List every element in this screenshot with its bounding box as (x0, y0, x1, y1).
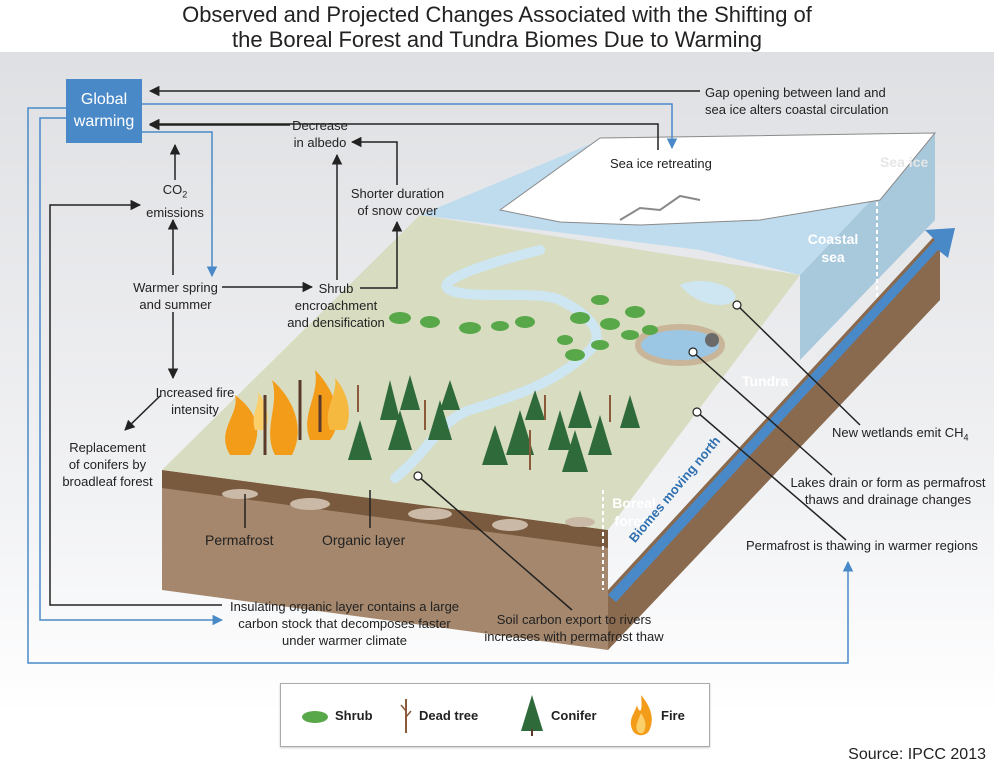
legend-item-dead-tree: Dead tree (399, 684, 478, 746)
organic-layer-label: Organic layer (322, 532, 405, 549)
warmer-spring-line-1: Warmer spring (128, 279, 223, 296)
arrow-sea-ice-up (150, 124, 658, 150)
legend-label-conifer: Conifer (551, 708, 597, 723)
coastal-line-1: Coastal (800, 230, 866, 248)
permafrost-label: Permafrost (205, 532, 273, 549)
shrub-icon (301, 707, 329, 723)
soil-carbon-line-1: Soil carbon export to rivers (480, 611, 668, 628)
legend-label-dead-tree: Dead tree (419, 708, 478, 723)
source-credit: Source: IPCC 2013 (848, 746, 986, 764)
fire-icon (627, 693, 655, 737)
arrow-snow-to-albedo (352, 142, 397, 185)
shorter-snow-line-2: of snow cover (345, 202, 450, 219)
legend: Shrub Dead tree Conifer Fire (280, 683, 710, 747)
lake-rock (705, 333, 719, 347)
replacement-line-2: of conifers by (55, 456, 160, 473)
co2-text: CO (163, 182, 183, 197)
decrease-albedo-label: Decrease in albedo (285, 117, 355, 151)
shrub-encroachment-line-2: encroachment (280, 297, 392, 314)
shrub-encroachment-line-3: and densification (280, 314, 392, 331)
fire-intensity-line-1: Increased fire (150, 384, 240, 401)
legend-item-conifer: Conifer (519, 684, 597, 746)
gap-opening-line-1: Gap opening between land and (705, 84, 889, 101)
legend-label-shrub: Shrub (335, 708, 373, 723)
shrub-encroachment-label: Shrub encroachment and densification (280, 280, 392, 331)
legend-label-fire: Fire (661, 708, 685, 723)
lakes-drain-line-1: Lakes drain or form as permafrost (790, 474, 986, 491)
replacement-conifers-label: Replacement of conifers by broadleaf for… (55, 439, 160, 490)
insulating-layer-label: Insulating organic layer contains a larg… (222, 598, 467, 649)
insulating-line-2: carbon stock that decomposes faster (222, 615, 467, 632)
emissions-text: emissions (130, 204, 220, 221)
tundra-label: Tundra (742, 372, 788, 390)
shrub-encroachment-line-1: Shrub (280, 280, 392, 297)
lakes-drain-label: Lakes drain or form as permafrost thaws … (790, 474, 986, 508)
gap-opening-label: Gap opening between land and sea ice alt… (705, 84, 889, 118)
insulating-line-3: under warmer climate (222, 632, 467, 649)
co2-line: CO2 (130, 181, 220, 204)
warmer-spring-line-2: and summer (128, 296, 223, 313)
sea-ice-retreating-label: Sea ice retreating (610, 155, 712, 172)
arrow-gw-to-sea-ice (142, 104, 672, 148)
conifer-icon (519, 693, 545, 737)
replacement-line-3: broadleaf forest (55, 473, 160, 490)
legend-item-fire: Fire (627, 684, 685, 746)
dead-tree-icon (399, 695, 413, 735)
replacement-line-1: Replacement (55, 439, 160, 456)
global-warming-box: Global warming (66, 79, 142, 143)
new-wetlands-label: New wetlands emit CH4 (832, 424, 969, 447)
shorter-snow-label: Shorter duration of snow cover (345, 185, 450, 219)
fire-intensity-line-2: intensity (150, 401, 240, 418)
soil-carbon-label: Soil carbon export to rivers increases w… (480, 611, 668, 645)
coastal-line-2: sea (800, 248, 866, 266)
soil-carbon-line-2: increases with permafrost thaw (480, 628, 668, 645)
global-warming-line-1: Global (74, 89, 134, 111)
insulating-line-1: Insulating organic layer contains a larg… (222, 598, 467, 615)
legend-item-shrub: Shrub (301, 684, 373, 746)
permafrost-thawing-label: Permafrost is thawing in warmer regions (746, 537, 978, 554)
decrease-albedo-line-1: Decrease (285, 117, 355, 134)
gap-opening-line-2: sea ice alters coastal circulation (705, 101, 889, 118)
co2-subscript: 2 (182, 190, 187, 200)
decrease-albedo-line-2: in albedo (285, 134, 355, 151)
lakes-drain-line-2: thaws and drainage changes (790, 491, 986, 508)
fire-intensity-label: Increased fire intensity (150, 384, 240, 418)
sea-ice-label: Sea ice (880, 153, 928, 171)
warmer-spring-label: Warmer spring and summer (128, 279, 223, 313)
new-wetlands-text: New wetlands emit CH (832, 425, 964, 440)
coastal-sea-label: Coastal sea (800, 230, 866, 266)
ch4-subscript: 4 (964, 433, 969, 443)
global-warming-line-2: warming (74, 111, 134, 133)
shorter-snow-line-1: Shorter duration (345, 185, 450, 202)
co2-emissions-label: CO2 emissions (130, 181, 220, 221)
